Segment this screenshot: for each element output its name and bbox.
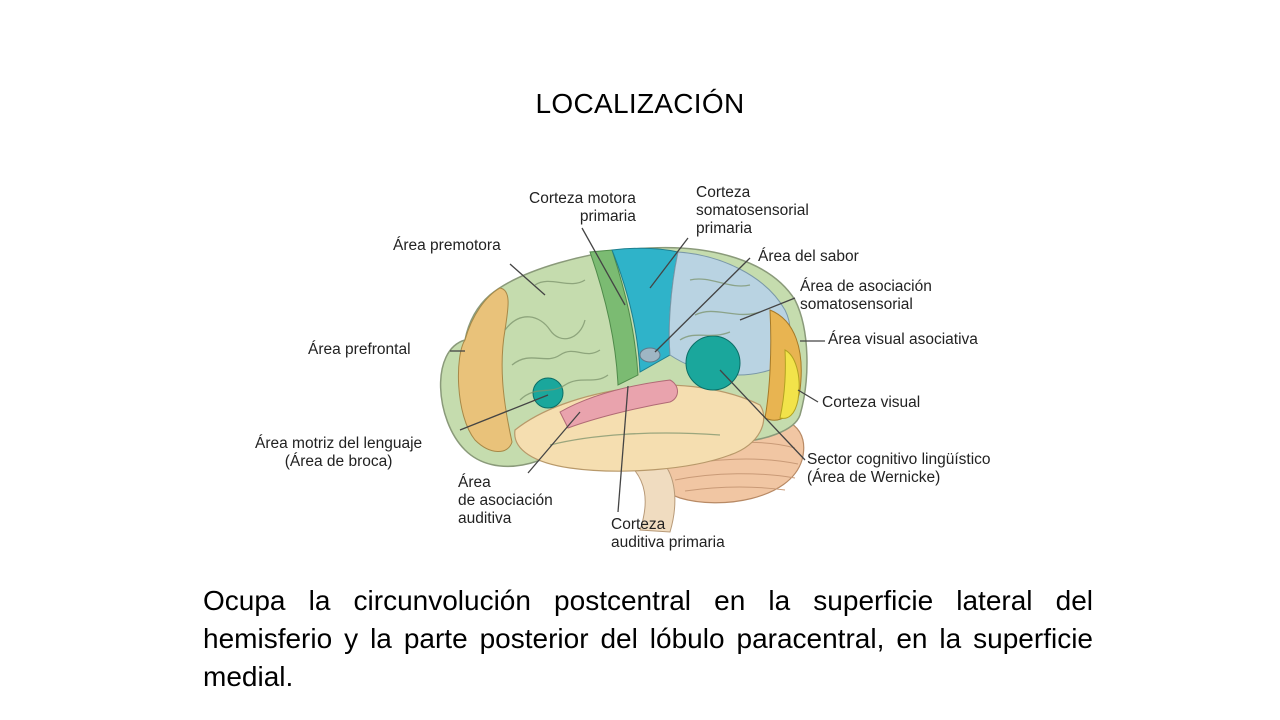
label-somatosensory-cortex: Corteza somatosensorial primaria bbox=[696, 184, 809, 237]
label-prefrontal-area: Área prefrontal bbox=[308, 341, 411, 358]
label-broca-area: Área motriz del lenguaje (Área de broca) bbox=[255, 435, 423, 470]
body-paragraph: Ocupa la circunvolución postcentral en l… bbox=[203, 585, 1093, 692]
label-auditory-association: Área de asociación auditiva bbox=[458, 474, 553, 527]
label-visual-association: Área visual asociativa bbox=[828, 331, 978, 348]
broca-area-region bbox=[532, 377, 564, 409]
label-somatosensory-association: Área de asociación somatosensorial bbox=[800, 278, 932, 313]
motor-cortex-region bbox=[589, 249, 639, 386]
label-motor-cortex: Corteza motora primaria bbox=[529, 190, 636, 225]
label-visual-cortex: Corteza visual bbox=[822, 394, 921, 411]
slide-title: LOCALIZACIÓN bbox=[535, 88, 745, 119]
visual-cortex-region bbox=[779, 349, 800, 419]
brainstem bbox=[628, 464, 676, 533]
prefrontal-region bbox=[458, 287, 513, 452]
label-premotor-area: Área premotora bbox=[393, 237, 501, 254]
brain-illustration bbox=[439, 227, 825, 533]
label-wernicke-area: Sector cognitivo lingüístico (Área de We… bbox=[807, 451, 991, 486]
label-taste-area: Área del sabor bbox=[758, 248, 859, 265]
auditory-region bbox=[559, 379, 678, 429]
label-auditory-cortex: Corteza auditiva primaria bbox=[611, 516, 725, 551]
brain-diagram: Corteza motora primaria Corteza somatose… bbox=[250, 180, 1050, 560]
